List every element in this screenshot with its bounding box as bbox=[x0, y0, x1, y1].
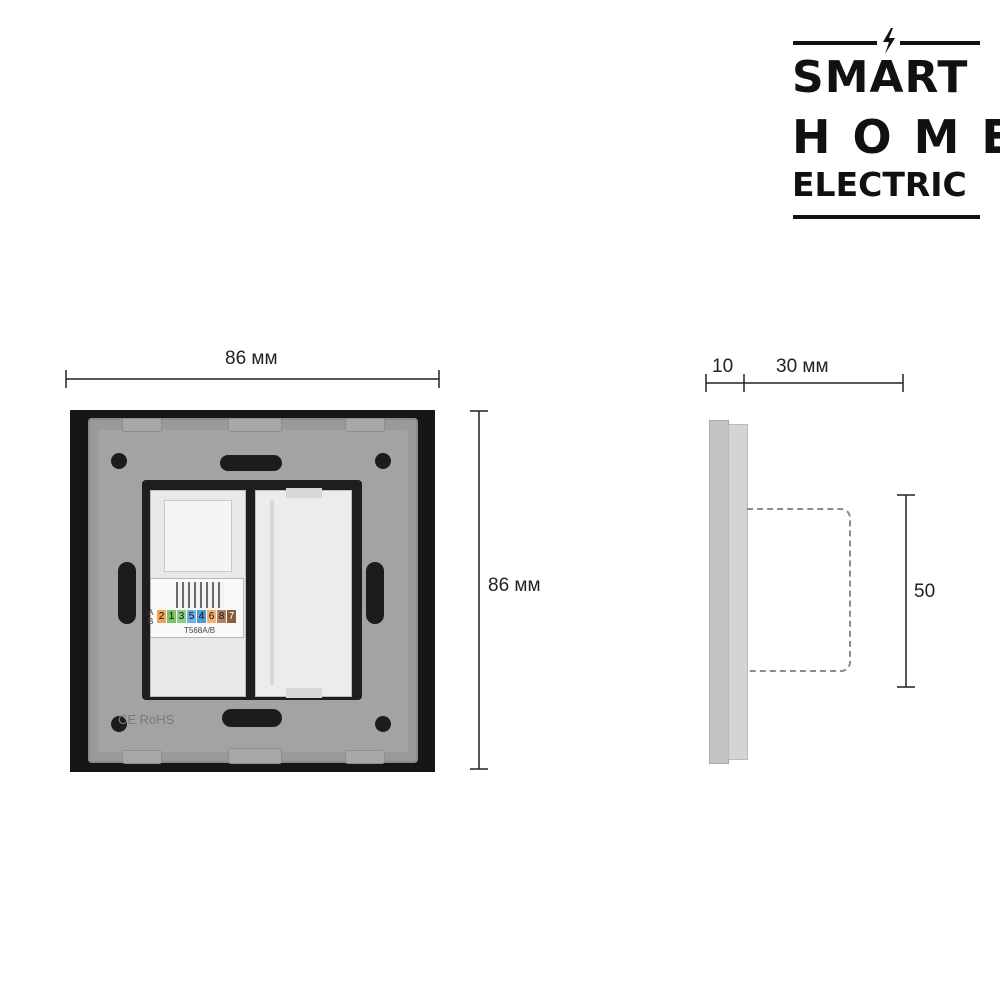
mounting-slot bbox=[220, 455, 282, 471]
front-width-label: 86 мм bbox=[225, 348, 278, 369]
wire-code: 3 bbox=[177, 610, 186, 623]
logo-word-electric: ELECTRIC bbox=[792, 165, 967, 204]
plate-tab bbox=[228, 748, 282, 764]
blank-module-rib bbox=[270, 500, 274, 685]
wire-code: 1 bbox=[167, 610, 176, 623]
wiring-row-a-label: A bbox=[148, 608, 154, 617]
body-depth-label: 30 мм bbox=[776, 356, 829, 377]
screw-hole bbox=[375, 716, 391, 732]
wire-code: 5 bbox=[187, 610, 196, 623]
mounting-slot bbox=[222, 709, 282, 727]
lightning-bolt-icon bbox=[883, 28, 895, 54]
plate-tab bbox=[345, 750, 385, 764]
wire-code: 6 bbox=[207, 610, 216, 623]
logo-top-rule-right bbox=[900, 41, 980, 45]
wire-code: 4 bbox=[197, 610, 206, 623]
keystone-contact-pins bbox=[176, 582, 224, 608]
plate-tab bbox=[228, 418, 282, 432]
logo-top-rule-left bbox=[793, 41, 877, 45]
wiring-standard-label: T568A/B bbox=[184, 626, 216, 635]
keystone-housing bbox=[164, 500, 232, 572]
mounting-slot bbox=[366, 562, 384, 624]
side-body-outline bbox=[747, 508, 851, 672]
wire-code: 7 bbox=[227, 610, 236, 623]
side-depth-dimension-line bbox=[705, 374, 904, 392]
wire-code: 2 bbox=[157, 610, 166, 623]
wiring-row-b-label: B bbox=[148, 617, 154, 626]
plate-depth-label: 10 bbox=[712, 356, 734, 377]
screw-hole bbox=[111, 716, 127, 732]
front-height-label: 86 мм bbox=[488, 575, 541, 596]
front-width-dimension-line bbox=[65, 370, 440, 388]
plate-tab bbox=[122, 418, 162, 432]
blank-module-clip bbox=[286, 688, 322, 698]
side-mounting-plate bbox=[728, 424, 748, 760]
plate-tab bbox=[122, 750, 162, 764]
certification-marks: CE RoHS bbox=[118, 712, 175, 727]
side-front-plate bbox=[709, 420, 729, 764]
side-height-dimension-line bbox=[897, 494, 915, 688]
plate-tab bbox=[345, 418, 385, 432]
screw-hole bbox=[111, 453, 127, 469]
wire-code: 8 bbox=[217, 610, 226, 623]
front-height-dimension-line bbox=[470, 410, 488, 770]
body-height-label: 50 bbox=[914, 581, 936, 602]
blank-module-clip bbox=[286, 488, 322, 498]
mounting-slot bbox=[118, 562, 136, 624]
screw-hole bbox=[375, 453, 391, 469]
logo-bottom-rule bbox=[793, 215, 980, 219]
logo-word-smart: SMART bbox=[792, 52, 969, 103]
